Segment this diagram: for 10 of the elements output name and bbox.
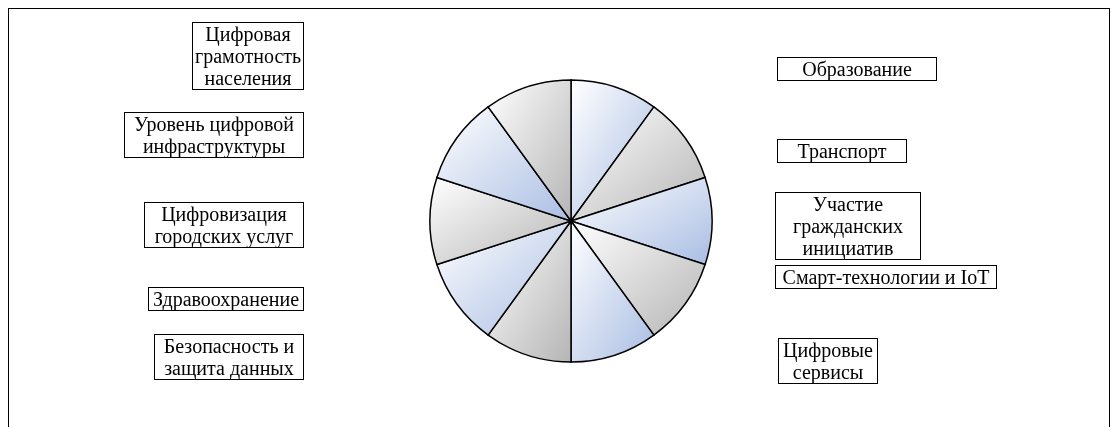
label-box: Цифровизация городских услуг <box>144 202 304 248</box>
label-box: Участие гражданских инициатив <box>775 192 921 260</box>
label-box: Уровень цифровой инфраструктуры <box>124 112 304 158</box>
label-box: Цифровая грамотность населения <box>192 22 304 90</box>
label-box: Здравоохранение <box>148 287 304 311</box>
label-box: Образование <box>777 57 937 81</box>
label-box: Безопасность и защита данных <box>154 334 304 380</box>
label-box: Цифровые сервисы <box>778 338 878 384</box>
label-box: Смарт-технологии и IoT <box>775 265 997 289</box>
label-box: Транспорт <box>777 139 907 163</box>
